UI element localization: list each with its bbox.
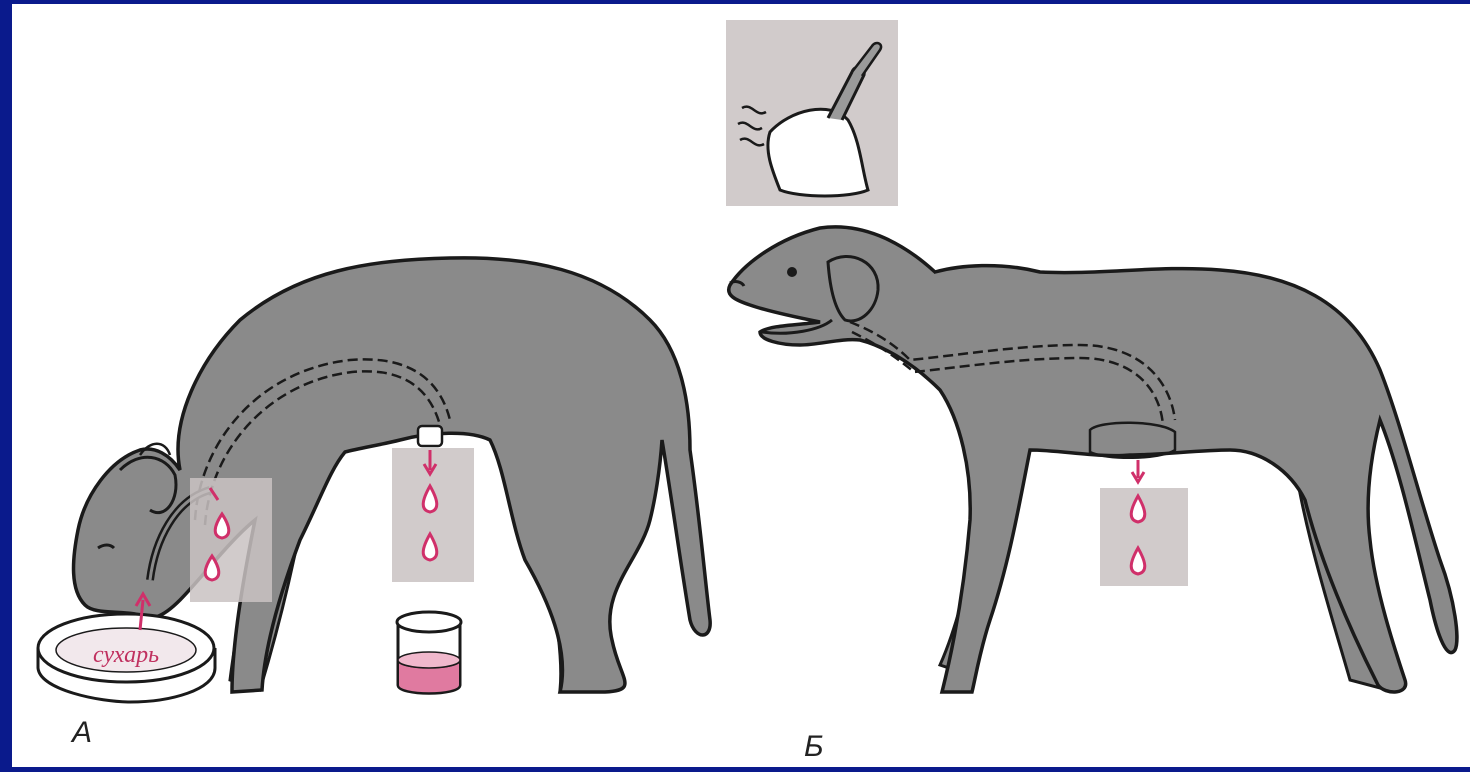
- dog-b-eye: [787, 267, 797, 277]
- bell-icon: [726, 20, 898, 206]
- dog-a-stomach-fistula: [418, 426, 442, 446]
- dog-b: [729, 227, 1457, 692]
- figure-canvas: сухарь: [12, 4, 1470, 767]
- bowl-food-label: сухарь: [93, 642, 159, 668]
- saliva-collector-a-stomach: [392, 448, 474, 582]
- beaker-icon: [397, 612, 461, 693]
- diagram-svg: сухарь: [12, 4, 1470, 767]
- panel-label-a: А: [72, 716, 92, 750]
- saliva-collector-b: [1100, 460, 1188, 586]
- saliva-collector-a-mouth: [190, 478, 272, 602]
- panel-label-b: Б: [804, 730, 824, 764]
